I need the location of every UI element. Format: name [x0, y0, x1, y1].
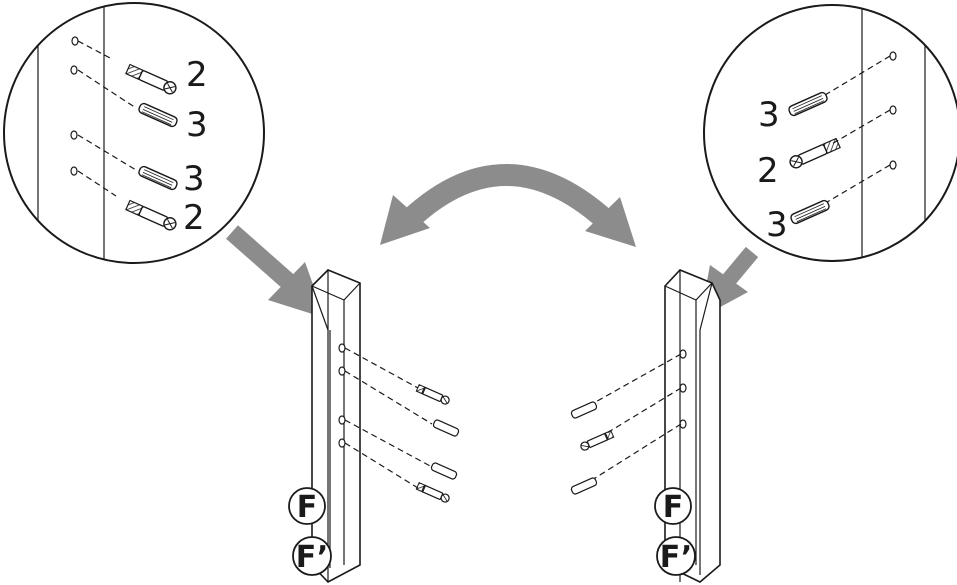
- svg-text:F’: F’: [296, 540, 328, 575]
- right-label-2: 2: [757, 151, 779, 191]
- right-post: [664, 269, 721, 583]
- svg-text:F: F: [297, 490, 318, 525]
- right-post-fittings: [569, 400, 615, 496]
- left-post-fittings: [415, 383, 461, 504]
- svg-text:F: F: [663, 490, 684, 525]
- swap-arrow-icon: [380, 164, 636, 247]
- left-badge-f-prime: F’: [292, 536, 332, 576]
- left-label-3: 3: [183, 159, 205, 199]
- pointer-arrow-left-icon: [226, 225, 325, 318]
- right-badge-f: F: [654, 487, 692, 525]
- right-label-3: 3: [766, 205, 788, 245]
- left-label-4: 2: [183, 198, 205, 238]
- left-label-2: 3: [186, 105, 208, 145]
- left-post-holes: [338, 343, 433, 489]
- right-label-1: 3: [758, 95, 780, 135]
- right-detail-callout: 3 2 3: [703, 4, 957, 262]
- right-post-holes: [591, 349, 687, 481]
- right-badge-f-prime: F’: [656, 536, 696, 576]
- svg-text:F’: F’: [660, 540, 692, 575]
- left-post: [311, 269, 361, 583]
- left-badge-f: F: [288, 487, 326, 525]
- left-label-1: 2: [186, 55, 208, 95]
- left-detail-callout: 2 3 3 2: [3, 2, 265, 264]
